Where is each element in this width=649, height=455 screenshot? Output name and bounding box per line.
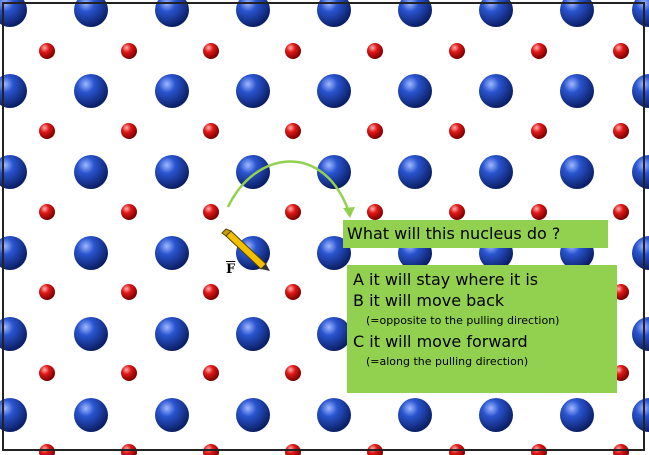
blue-atom — [155, 236, 189, 270]
red-atom — [203, 284, 219, 300]
red-atom — [285, 204, 301, 220]
pencil-icon — [221, 228, 270, 271]
red-atom — [121, 365, 137, 381]
blue-atom — [236, 155, 270, 189]
blue-atom — [0, 0, 27, 27]
blue-atom — [479, 74, 513, 108]
force-label: F — [226, 262, 236, 277]
red-atom — [203, 123, 219, 139]
blue-atom — [560, 398, 594, 432]
red-atom — [121, 204, 137, 220]
blue-atom — [560, 155, 594, 189]
option-a[interactable]: A it will stay where it is — [353, 270, 539, 289]
blue-atom — [479, 155, 513, 189]
blue-atom — [236, 317, 270, 351]
red-atom — [203, 204, 219, 220]
red-atom — [449, 204, 465, 220]
arc-arrowhead — [343, 207, 355, 218]
red-atom — [39, 123, 55, 139]
blue-atom — [398, 398, 432, 432]
blue-atom — [560, 0, 594, 27]
red-atom — [121, 43, 137, 59]
option-b[interactable]: B it will move back — [353, 291, 505, 310]
blue-atom — [398, 155, 432, 189]
red-atom — [285, 284, 301, 300]
blue-atom — [317, 317, 351, 351]
blue-atom — [155, 0, 189, 27]
red-atom — [531, 204, 547, 220]
blue-atom — [0, 74, 27, 108]
blue-atom — [236, 74, 270, 108]
blue-atom — [155, 317, 189, 351]
blue-atom — [74, 236, 108, 270]
blue-atom — [155, 398, 189, 432]
option-c[interactable]: C it will move forward — [353, 332, 528, 351]
red-atom — [449, 123, 465, 139]
blue-atom — [317, 0, 351, 27]
blue-atom — [317, 398, 351, 432]
blue-atom — [74, 74, 108, 108]
blue-atom — [0, 236, 27, 270]
red-atom — [203, 43, 219, 59]
red-atom — [613, 204, 629, 220]
red-atom — [367, 123, 383, 139]
blue-atom — [74, 155, 108, 189]
red-atom — [39, 365, 55, 381]
red-atom — [285, 123, 301, 139]
blue-atom — [0, 155, 27, 189]
red-atom — [285, 43, 301, 59]
red-atom — [613, 123, 629, 139]
blue-atom — [74, 0, 108, 27]
red-atom — [39, 43, 55, 59]
red-atom — [39, 204, 55, 220]
blue-atom — [236, 0, 270, 27]
red-atom — [367, 204, 383, 220]
blue-atom — [479, 398, 513, 432]
blue-atom — [560, 74, 594, 108]
option-b-note: (=opposite to the pulling direction) — [366, 314, 560, 327]
red-atom — [613, 365, 629, 381]
blue-atom — [317, 74, 351, 108]
red-atom — [531, 123, 547, 139]
blue-atom — [0, 398, 27, 432]
blue-atom — [236, 398, 270, 432]
red-atom — [367, 43, 383, 59]
red-atom — [613, 43, 629, 59]
red-atom — [613, 284, 629, 300]
blue-atom — [74, 317, 108, 351]
blue-atom — [155, 155, 189, 189]
red-atom — [285, 365, 301, 381]
red-atom — [203, 365, 219, 381]
red-atom — [121, 123, 137, 139]
blue-atom — [479, 0, 513, 27]
red-atom — [121, 284, 137, 300]
blue-atom — [0, 317, 27, 351]
motion-arc — [226, 160, 352, 216]
blue-atom — [317, 236, 351, 270]
answer-options-box: A it will stay where it is B it will mov… — [347, 265, 617, 393]
red-atom — [531, 43, 547, 59]
blue-atom — [74, 398, 108, 432]
blue-atom — [317, 155, 351, 189]
blue-atom — [155, 74, 189, 108]
blue-atom — [398, 0, 432, 27]
option-c-note: (=along the pulling direction) — [366, 355, 529, 368]
red-atom — [39, 284, 55, 300]
blue-atom — [398, 74, 432, 108]
question-box: What will this nucleus do ? — [343, 220, 608, 248]
red-atom — [449, 43, 465, 59]
